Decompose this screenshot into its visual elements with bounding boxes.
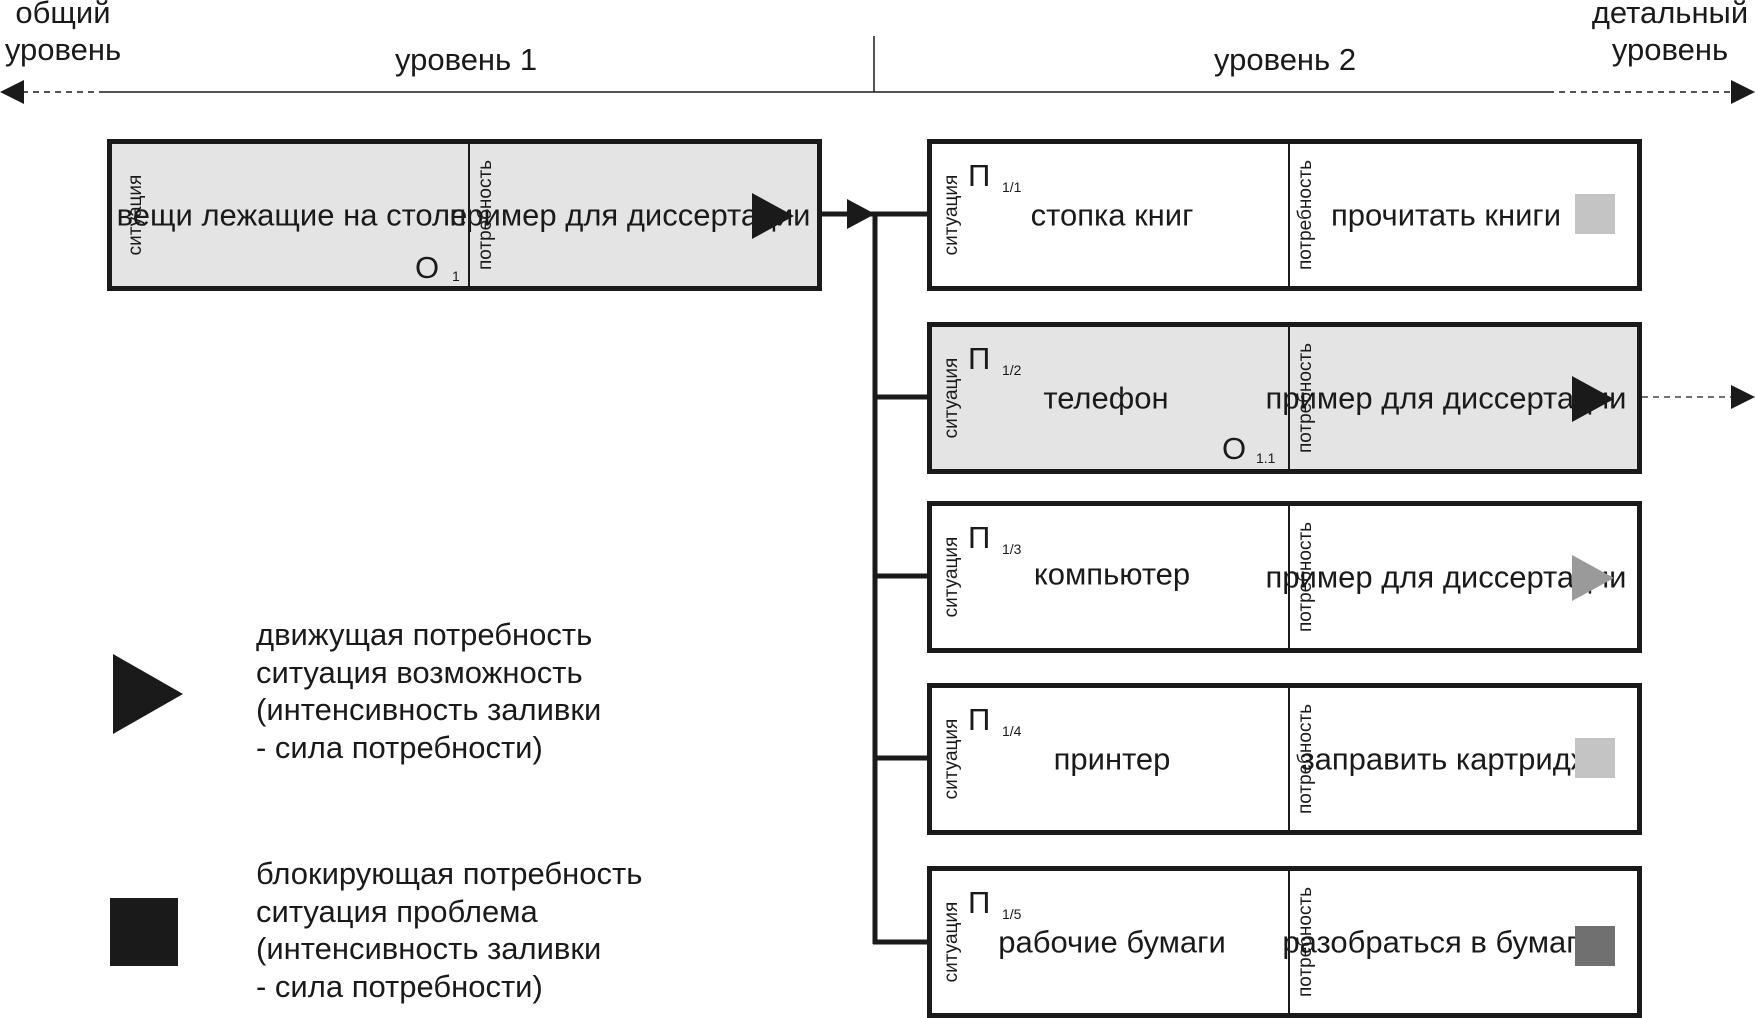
need-text: пример для диссертации — [1265, 559, 1627, 595]
situation-tag: ситуация — [941, 901, 962, 983]
o-label: О — [1222, 431, 1247, 466]
situation-text: телефон — [1043, 380, 1169, 416]
legend-driving-text: движущая потребность ситуация возможност… — [256, 617, 602, 765]
p-index: 1/3 — [1002, 541, 1022, 557]
legend-blocking-square-icon — [110, 898, 178, 966]
node-divider — [1288, 144, 1290, 286]
detailed-level-label: детальный уровень — [1591, 0, 1749, 67]
legend-driving-triangle-icon — [113, 654, 183, 734]
p-index: 1/5 — [1002, 906, 1022, 922]
situation-tag: ситуация — [941, 174, 962, 256]
o-index: 1.1 — [1256, 450, 1276, 466]
node-divider — [1288, 506, 1290, 648]
node-divider — [1288, 871, 1290, 1013]
need-text: прочитать книги — [1330, 197, 1562, 233]
node-divider — [468, 144, 470, 286]
situation-text: принтер — [1053, 741, 1171, 777]
p-label: П — [968, 158, 991, 193]
need-square-icon — [1575, 738, 1615, 778]
level-2-label: уровень 2 — [1213, 42, 1357, 77]
node-divider — [1288, 327, 1290, 469]
root-connector-arrow — [847, 199, 875, 229]
p-label: П — [968, 702, 991, 737]
root-node: ситуация вещи лежащие на столе О 1 потре… — [107, 139, 822, 291]
need-triangle-icon — [752, 193, 794, 239]
o-index: 1 — [452, 268, 460, 284]
p-index: 1/2 — [1002, 362, 1022, 378]
child-node-4: ситуация П 1/4 принтер потребность запра… — [927, 683, 1642, 835]
child-node-2: ситуация П 1/2 телефон О 1.1 потребность… — [927, 322, 1642, 474]
need-text: заправить картридж — [1300, 741, 1592, 777]
situation-text: вещи лежащие на столе — [116, 197, 468, 233]
axis-right-arrow — [1731, 80, 1755, 104]
p-label: П — [968, 341, 991, 376]
p-index: 1/1 — [1002, 179, 1022, 195]
axis-left-arrow — [0, 80, 24, 104]
p-index: 1/4 — [1002, 723, 1022, 739]
situation-tag: ситуация — [941, 536, 962, 618]
need-square-icon — [1575, 194, 1615, 234]
child-node-1: ситуация П 1/1 стопка книг потребность п… — [927, 139, 1642, 291]
situation-text: компьютер — [1033, 556, 1191, 592]
child-node-5: ситуация П 1/5 рабочие бумаги потребност… — [927, 866, 1642, 1018]
continuation-arrow — [1731, 385, 1755, 409]
legend-blocking-text: блокирующая потребность ситуация проблем… — [256, 856, 643, 1004]
need-triangle-icon — [1572, 376, 1614, 422]
p-label: П — [968, 520, 991, 555]
need-text: пример для диссертации — [1265, 380, 1627, 416]
level-1-label: уровень 1 — [394, 42, 538, 77]
need-text: пример для диссертации — [449, 197, 811, 233]
p-label: П — [968, 885, 991, 920]
need-text: разобраться в бумагах — [1282, 924, 1610, 960]
situation-tag: ситуация — [941, 357, 962, 439]
general-level-label: общий уровень — [4, 0, 122, 67]
situation-tag: ситуация — [941, 718, 962, 800]
o-label: О — [415, 250, 440, 285]
situation-text: стопка книг — [1030, 197, 1194, 233]
need-triangle-icon — [1572, 555, 1614, 601]
child-node-3: ситуация П 1/3 компьютер потребность при… — [927, 501, 1642, 653]
need-square-icon — [1575, 926, 1615, 966]
node-divider — [1288, 688, 1290, 830]
situation-text: рабочие бумаги — [998, 924, 1226, 960]
need-tag: потребность — [1295, 159, 1316, 271]
